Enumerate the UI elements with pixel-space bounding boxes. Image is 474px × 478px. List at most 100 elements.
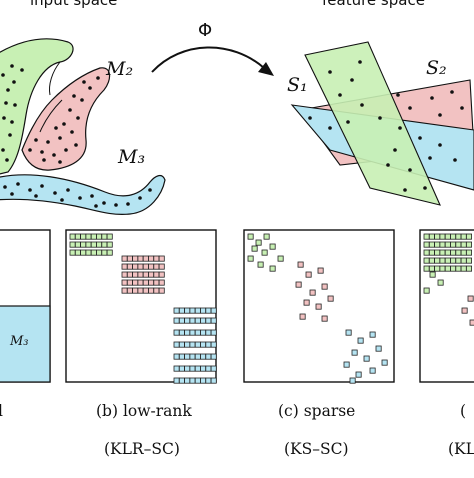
- lowrank-cell: [158, 271, 165, 278]
- sparse-blocks: [247, 233, 388, 384]
- partial-cell: [428, 257, 435, 264]
- partial-cell: [423, 233, 430, 240]
- lowrank-cell: [194, 377, 201, 384]
- partial-cell: [428, 233, 435, 240]
- lowrank-cell: [126, 263, 133, 270]
- lowrank-cell: [200, 329, 207, 336]
- lowrank-cell: [205, 317, 212, 324]
- panel-b-method: (KLR–SC): [104, 440, 180, 458]
- input-space-label: input space: [30, 0, 118, 9]
- panel-d-caption: (: [460, 402, 467, 420]
- partial-blocks: [423, 233, 474, 326]
- lowrank-cell: [121, 271, 128, 278]
- sparse-cell: [363, 355, 370, 362]
- partial-cell: [423, 241, 430, 248]
- lowrank-cell: [205, 365, 212, 372]
- partial-cell: [450, 233, 457, 240]
- subspace-1-plane: [304, 41, 441, 206]
- lowrank-cell: [194, 341, 201, 348]
- lowrank-cell: [121, 263, 128, 270]
- partial-cell: [434, 249, 441, 256]
- lowrank-cell: [85, 241, 92, 248]
- lowrank-cell: [80, 233, 87, 240]
- lowrank-cell: [153, 279, 160, 286]
- manifold-3-label: M₃: [118, 146, 146, 168]
- lowrank-cell: [189, 353, 196, 360]
- lowrank-cell: [194, 317, 201, 324]
- partial-cell: [450, 265, 457, 272]
- partial-cell: [444, 233, 451, 240]
- sparse-cell: [305, 271, 312, 278]
- manifold-1-ribbon: [0, 38, 74, 175]
- partial-cell: [455, 233, 462, 240]
- sparse-cell: [327, 295, 334, 302]
- partial-cell: [465, 241, 472, 248]
- lowrank-cell: [96, 233, 103, 240]
- lowrank-cell: [90, 241, 97, 248]
- lowrank-cell: [101, 249, 108, 256]
- lowrank-cell: [142, 287, 149, 294]
- sparse-cell: [357, 337, 364, 344]
- lowrank-cell: [189, 365, 196, 372]
- lowrank-cell: [96, 241, 103, 248]
- lowrank-cell: [137, 271, 144, 278]
- lowrank-cell: [184, 365, 191, 372]
- sparse-cell: [295, 281, 302, 288]
- lowrank-cell: [189, 329, 196, 336]
- sparse-cell: [369, 331, 376, 338]
- lowrank-cell: [101, 233, 108, 240]
- partial-cell: [461, 307, 468, 314]
- lowrank-cell: [142, 263, 149, 270]
- lowrank-cell: [85, 249, 92, 256]
- lowrank-cell: [69, 249, 76, 256]
- partial-cell: [450, 249, 457, 256]
- lowrank-cell: [90, 249, 97, 256]
- lowrank-cell: [126, 255, 133, 262]
- lowrank-cell: [106, 233, 113, 240]
- partial-cell: [434, 233, 441, 240]
- lowrank-cell: [173, 341, 180, 348]
- partial-cell: [439, 233, 446, 240]
- lowrank-cell: [189, 307, 196, 314]
- lowrank-cell: [184, 377, 191, 384]
- sparse-cell: [257, 261, 264, 268]
- sparse-cell: [247, 233, 254, 240]
- lowrank-cell: [153, 271, 160, 278]
- partial-cell: [444, 265, 451, 272]
- partial-cell: [450, 257, 457, 264]
- partial-cell: [455, 249, 462, 256]
- lowrank-cell: [205, 307, 212, 314]
- partial-cell: [460, 233, 467, 240]
- lowrank-cell: [200, 353, 207, 360]
- lowrank-cell: [173, 307, 180, 314]
- panel-c-method: (KS–SC): [284, 440, 349, 458]
- lowrank-cell: [158, 255, 165, 262]
- lowrank-cell: [210, 307, 217, 314]
- lowrank-cell: [74, 241, 81, 248]
- lowrank-cell: [74, 249, 81, 256]
- sparse-cell: [321, 315, 328, 322]
- partial-cell: [460, 265, 467, 272]
- partial-cell: [465, 249, 472, 256]
- sparse-cell: [309, 289, 316, 296]
- partial-cell: [465, 265, 472, 272]
- sparse-cell: [269, 265, 276, 272]
- feature-space-label: feature space: [322, 0, 425, 9]
- lowrank-cell: [200, 307, 207, 314]
- partial-cell: [465, 257, 472, 264]
- lowrank-cell: [153, 287, 160, 294]
- partial-cell: [467, 295, 474, 302]
- lowrank-cell: [74, 233, 81, 240]
- lowrank-cell: [173, 377, 180, 384]
- lowrank-cell: [148, 279, 155, 286]
- lowrank-cell: [173, 317, 180, 324]
- panel-d-method: (KL: [448, 440, 474, 458]
- lowrank-cell: [173, 365, 180, 372]
- subspace-2-label: S₂: [426, 57, 447, 79]
- sparse-cell: [315, 303, 322, 310]
- partial-cell: [434, 241, 441, 248]
- lowrank-cell: [153, 263, 160, 270]
- lowrank-cell: [126, 287, 133, 294]
- sparse-cell: [321, 283, 328, 290]
